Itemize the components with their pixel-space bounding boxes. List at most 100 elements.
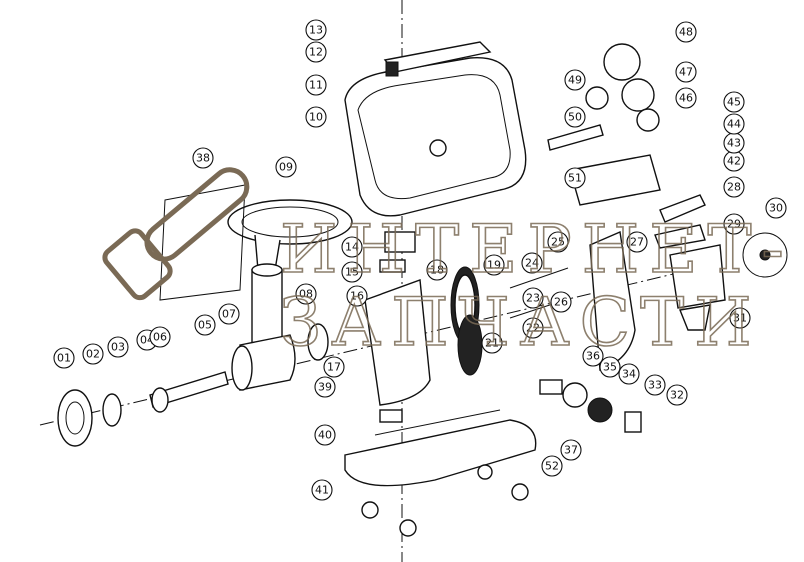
gearbox (364, 231, 483, 406)
callout-label: 42 (727, 155, 741, 168)
callout-circle (314, 376, 336, 398)
callout-43: 43 (723, 132, 745, 154)
callout-24: 24 (521, 252, 543, 274)
callout-label: 34 (622, 368, 636, 381)
callout-circle (218, 303, 240, 325)
callout-circle (723, 176, 745, 198)
callout-circle (626, 231, 648, 253)
callout-52: 52 (541, 455, 563, 477)
callout-label: 13 (309, 24, 323, 37)
callout-11: 11 (305, 74, 327, 96)
callout-label: 44 (727, 118, 741, 131)
callout-circle (314, 424, 336, 446)
callout-label: 50 (568, 111, 582, 124)
callout-21: 21 (481, 332, 503, 354)
callout-circle (346, 285, 368, 307)
callout-label: 23 (526, 292, 540, 305)
callout-circle (481, 332, 503, 354)
callout-50: 50 (564, 106, 586, 128)
callout-label: 47 (679, 66, 693, 79)
callout-42: 42 (723, 150, 745, 172)
callout-label: 10 (309, 111, 323, 124)
motor (654, 194, 788, 331)
callout-19: 19 (483, 254, 505, 276)
callout-46: 46 (675, 87, 697, 109)
callout-label: 48 (679, 26, 693, 39)
callout-label: 43 (727, 137, 741, 150)
callout-25: 25 (547, 231, 569, 253)
callout-label: 25 (551, 236, 565, 249)
plate-38 (159, 184, 246, 301)
callout-label: 19 (487, 259, 501, 272)
callout-label: 07 (222, 308, 236, 321)
callout-45: 45 (723, 91, 745, 113)
chainsaw-logo-icon (102, 167, 250, 301)
watermark: ИНТЕРНЕТ- ЗАПЧАСТИ (102, 167, 785, 362)
callout-circle (295, 283, 317, 305)
callout-44: 44 (723, 113, 745, 135)
callout-29: 29 (723, 213, 745, 235)
base (344, 409, 537, 537)
callout-label: 26 (554, 296, 568, 309)
callout-28: 28 (723, 176, 745, 198)
callout-35: 35 (599, 356, 621, 378)
callout-08: 08 (295, 283, 317, 305)
callout-label: 17 (327, 361, 341, 374)
callout-circle (599, 356, 621, 378)
accessories (547, 43, 661, 206)
callout-label: 21 (485, 337, 499, 350)
callout-label: 01 (57, 352, 71, 365)
callout-23: 23 (522, 287, 544, 309)
callout-label: 22 (526, 322, 540, 335)
callout-circle (341, 261, 363, 283)
callout-label: 37 (564, 444, 578, 457)
callout-02: 02 (82, 343, 104, 365)
callout-circle (192, 147, 214, 169)
callout-32: 32 (666, 384, 688, 406)
callout-label: 40 (318, 429, 332, 442)
callout-13: 13 (305, 19, 327, 41)
callout-label: 12 (309, 46, 323, 59)
callout-22: 22 (522, 317, 544, 339)
callout-label: 24 (525, 257, 539, 270)
callout-38: 38 (192, 147, 214, 169)
callout-circle (547, 231, 569, 253)
callout-circle (564, 106, 586, 128)
callout-27: 27 (626, 231, 648, 253)
callout-circle (82, 343, 104, 365)
callout-label: 14 (345, 241, 359, 254)
callout-label: 35 (603, 361, 617, 374)
callout-05: 05 (194, 314, 216, 336)
callout-circle (550, 291, 572, 313)
callout-circle (666, 384, 688, 406)
callout-06: 06 (149, 326, 171, 348)
callout-label: 18 (430, 264, 444, 277)
callout-circle (311, 479, 333, 501)
callout-label: 46 (679, 92, 693, 105)
callout-36: 36 (582, 345, 604, 367)
callout-label: 41 (315, 484, 329, 497)
callout-circle (723, 113, 745, 135)
callout-label: 02 (86, 348, 100, 361)
callout-10: 10 (305, 106, 327, 128)
callout-circle (305, 74, 327, 96)
callout-circle (341, 236, 363, 258)
callout-37: 37 (560, 439, 582, 461)
callout-34: 34 (618, 363, 640, 385)
callout-circle (305, 106, 327, 128)
callout-circle (564, 69, 586, 91)
callout-label: 06 (153, 331, 167, 344)
callout-circle (675, 87, 697, 109)
callout-label: 52 (545, 460, 559, 473)
callout-label: 15 (345, 266, 359, 279)
callout-circle (149, 326, 171, 348)
callout-circle (194, 314, 216, 336)
callout-circle (53, 347, 75, 369)
callout-circle (522, 317, 544, 339)
callout-09: 09 (275, 156, 297, 178)
callout-12: 12 (305, 41, 327, 63)
callout-circle (426, 259, 448, 281)
callout-label: 32 (670, 389, 684, 402)
callout-circle (723, 213, 745, 235)
callout-circle (560, 439, 582, 461)
